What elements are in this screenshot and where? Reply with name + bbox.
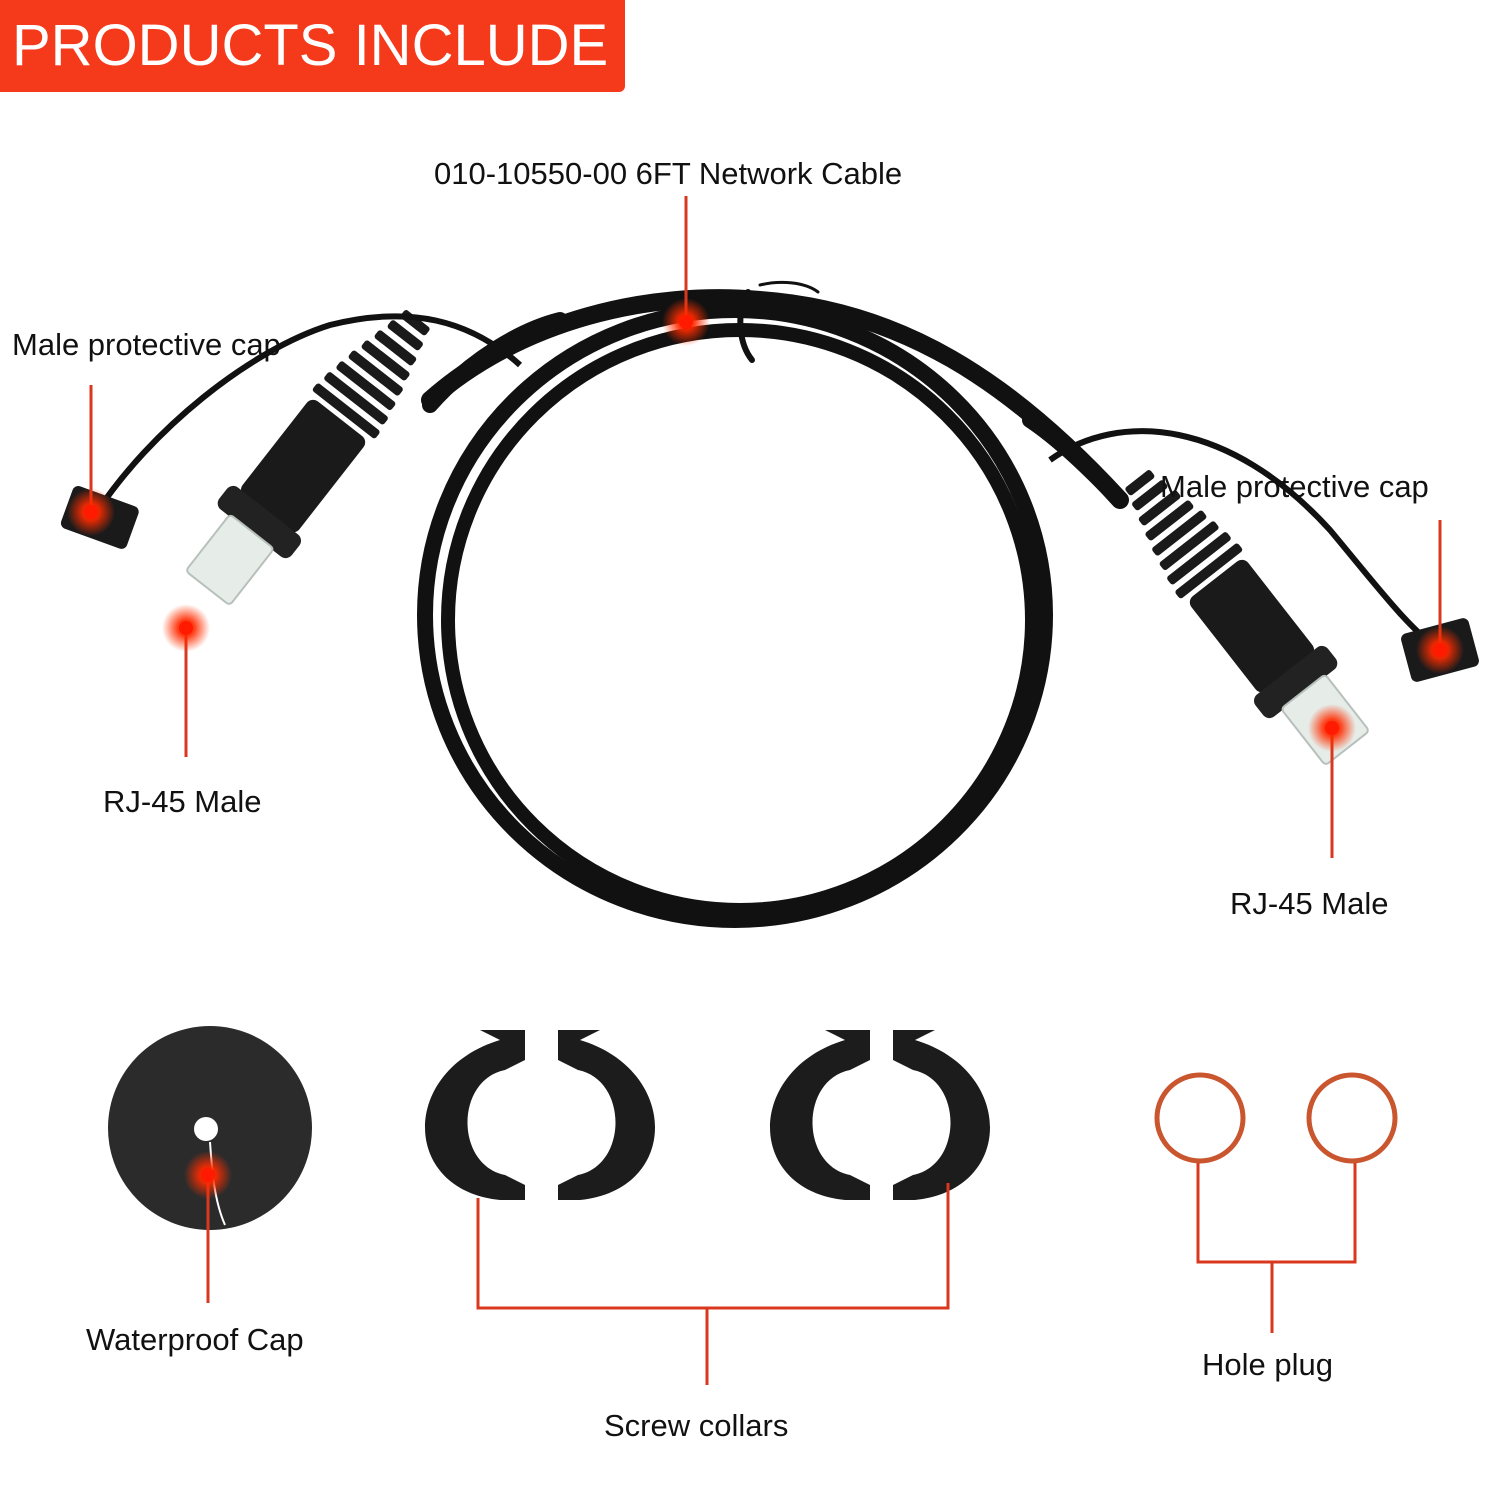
callout-markers <box>67 298 1464 1199</box>
waterproof-cap-icon <box>108 1026 312 1230</box>
male-cap-right-label: Male protective cap <box>1160 469 1429 504</box>
callout-lines <box>89 196 1442 1385</box>
title-banner: PRODUCTS INCLUDE <box>0 0 625 92</box>
screw-collars-label: Screw collars <box>604 1408 789 1443</box>
network-cable-icon <box>417 280 1129 928</box>
hole-plug-label: Hole plug <box>1202 1347 1333 1382</box>
banner-title: PRODUCTS INCLUDE <box>12 13 609 78</box>
waterproof-cap-label: Waterproof Cap <box>86 1322 304 1357</box>
hole-plug-icon <box>1154 1072 1398 1164</box>
rj45-left-label: RJ-45 Male <box>103 784 262 819</box>
network-cable-label: 010-10550-00 6FT Network Cable <box>434 156 903 191</box>
screw-collar-icon <box>425 1030 990 1200</box>
male-cap-left-label: Male protective cap <box>12 327 281 362</box>
rj45-right-label: RJ-45 Male <box>1230 886 1389 921</box>
